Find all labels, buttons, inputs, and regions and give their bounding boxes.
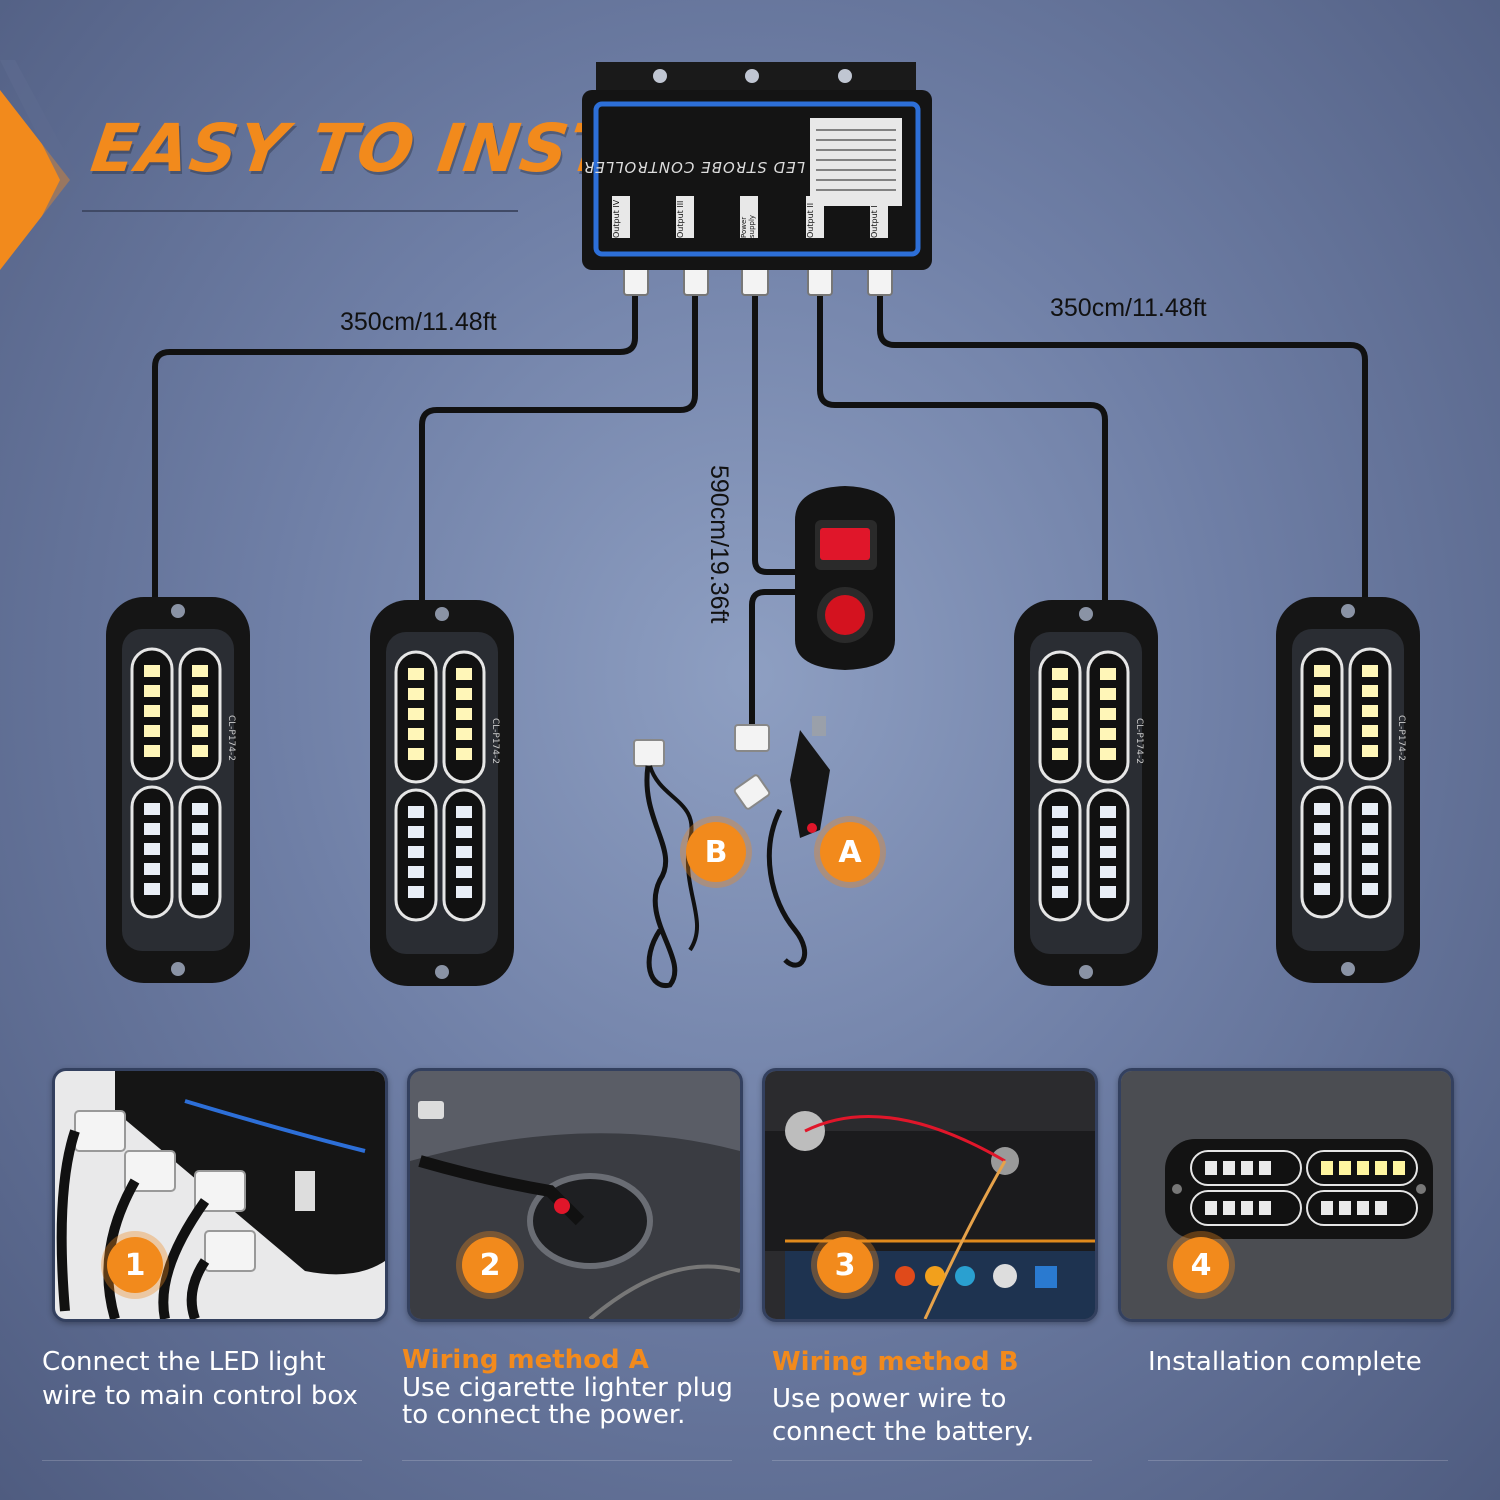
port-label-output-iii: Output III bbox=[676, 200, 685, 238]
light-model-label-4: CL-P174-2 bbox=[1396, 715, 1406, 761]
step-3-number: 3 bbox=[817, 1237, 873, 1293]
step-4-line-1: Installation complete bbox=[1148, 1347, 1422, 1377]
step-3-title: Wiring method B bbox=[772, 1347, 1019, 1377]
cable-output-iii bbox=[419, 287, 698, 608]
strobe-light-2 bbox=[368, 598, 516, 988]
light-model-label-1: CL-P174-2 bbox=[226, 715, 236, 761]
port-label-output-iv: Output IV bbox=[612, 199, 621, 238]
step-2-caption: Wiring method A Use cigarette lighter pl… bbox=[402, 1346, 747, 1429]
step-3-line-1: Use power wire to bbox=[772, 1383, 1007, 1414]
rocker-switch bbox=[795, 486, 895, 670]
caption-divider-4 bbox=[1148, 1460, 1448, 1461]
strobe-light-3 bbox=[1012, 598, 1160, 988]
badge-b: B bbox=[686, 822, 746, 882]
controller-box bbox=[582, 62, 932, 270]
port-label-power-supply: Power supply bbox=[740, 214, 756, 238]
port-label-output-ii: Output II bbox=[806, 202, 815, 238]
controller-label: LED STROBE CONTROLLER bbox=[582, 158, 805, 176]
badge-a: A bbox=[820, 822, 880, 882]
light-model-label-2: CL-P174-2 bbox=[490, 718, 500, 764]
step-2-photo: 2 bbox=[407, 1068, 743, 1322]
step-2-line-2: to connect the power. bbox=[402, 1399, 686, 1430]
caption-divider-2 bbox=[402, 1460, 732, 1461]
step-4-photo: 4 bbox=[1118, 1068, 1454, 1322]
headline-divider bbox=[82, 210, 518, 212]
step-2-title: Wiring method A bbox=[402, 1345, 649, 1375]
step-3-caption: Wiring method B Use power wire to connec… bbox=[772, 1348, 1102, 1450]
step-1-line-1: Connect the LED light bbox=[42, 1347, 326, 1377]
light-model-label-3: CL-P174-2 bbox=[1134, 718, 1144, 764]
cable-output-ii bbox=[817, 287, 1108, 608]
caption-divider-3 bbox=[772, 1460, 1092, 1461]
step-2-number: 2 bbox=[462, 1237, 518, 1293]
step-4-number: 4 bbox=[1173, 1237, 1229, 1293]
cable-power-split bbox=[749, 589, 798, 738]
step-1-caption: Connect the LED light wire to main contr… bbox=[42, 1346, 392, 1414]
cable-output-iv bbox=[152, 287, 638, 603]
dimension-center: 590cm/19.36ft bbox=[705, 465, 733, 624]
step-2-line-1: Use cigarette lighter plug bbox=[402, 1372, 733, 1403]
wiring-diagram bbox=[104, 62, 1422, 988]
strobe-light-1 bbox=[104, 595, 252, 985]
cigarette-lighter-plug bbox=[733, 716, 830, 968]
dimension-right: 350cm/11.48ft bbox=[1050, 294, 1207, 322]
dimension-left: 350cm/11.48ft bbox=[340, 308, 497, 336]
cable-output-i bbox=[877, 287, 1368, 603]
side-chevron-decoration bbox=[0, 60, 80, 300]
port-label-output-i: Output I bbox=[870, 205, 879, 238]
step-3-photo: 3 bbox=[762, 1068, 1098, 1322]
cable-power bbox=[752, 287, 798, 575]
caption-divider-1 bbox=[42, 1460, 362, 1461]
step-1-number: 1 bbox=[107, 1237, 163, 1293]
step-4-caption: Installation complete bbox=[1148, 1346, 1488, 1380]
step-1-photo: 1 bbox=[52, 1068, 388, 1322]
strobe-light-4 bbox=[1274, 595, 1422, 985]
step-1-line-2: wire to main control box bbox=[42, 1380, 358, 1411]
step-3-line-2: connect the battery. bbox=[772, 1417, 1035, 1448]
